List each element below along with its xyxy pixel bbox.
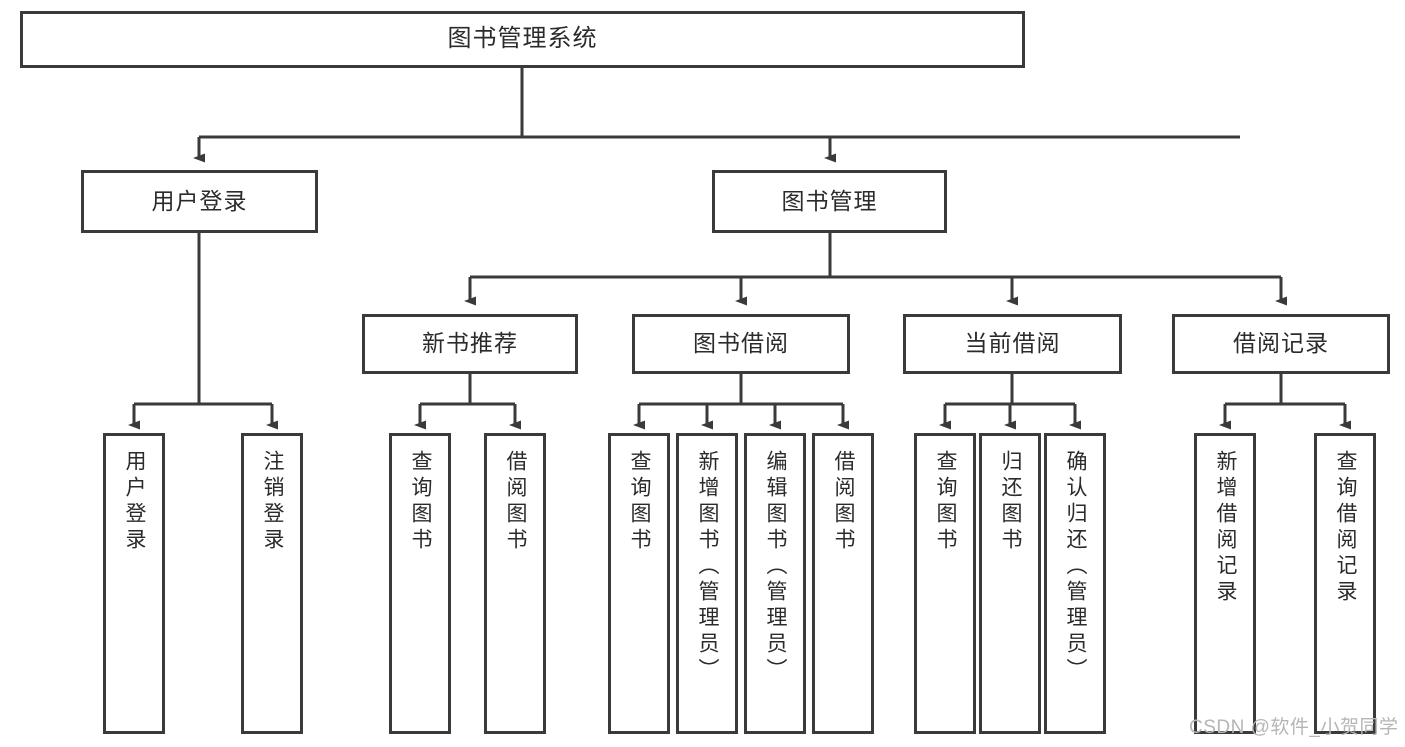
leaf-query-book-current[interactable]: 查询图书 bbox=[914, 433, 976, 734]
node-current-borrow[interactable]: 当前借阅 bbox=[903, 314, 1122, 374]
leaf-add-book-admin[interactable]: 新增图书（管理员） bbox=[676, 433, 738, 734]
leaf-logout[interactable]: 注销登录 bbox=[241, 433, 303, 734]
node-label: 新增图书（管理员） bbox=[696, 450, 720, 684]
node-label: 借阅记录 bbox=[1233, 330, 1329, 357]
leaf-confirm-return-admin[interactable]: 确认归还（管理员） bbox=[1044, 433, 1106, 734]
leaf-query-book-recommend[interactable]: 查询图书 bbox=[389, 433, 451, 734]
leaf-query-book-borrow[interactable]: 查询图书 bbox=[608, 433, 670, 734]
leaf-user-login[interactable]: 用户登录 bbox=[103, 433, 165, 734]
leaf-query-borrow-record[interactable]: 查询借阅记录 bbox=[1314, 433, 1376, 734]
node-label: 注销登录 bbox=[261, 450, 285, 554]
node-label: 新增借阅记录 bbox=[1214, 450, 1238, 606]
leaf-borrow-book-recommend[interactable]: 借阅图书 bbox=[484, 433, 546, 734]
node-label: 归还图书 bbox=[999, 450, 1023, 554]
leaf-return-book[interactable]: 归还图书 bbox=[979, 433, 1041, 734]
leaf-edit-book-admin[interactable]: 编辑图书（管理员） bbox=[744, 433, 806, 734]
node-label: 查询借阅记录 bbox=[1334, 450, 1358, 606]
node-label: 借阅图书 bbox=[832, 450, 856, 554]
node-label: 编辑图书（管理员） bbox=[764, 450, 788, 684]
node-book-management[interactable]: 图书管理 bbox=[712, 170, 947, 233]
leaf-borrow-book[interactable]: 借阅图书 bbox=[812, 433, 874, 734]
node-borrow-record[interactable]: 借阅记录 bbox=[1172, 314, 1390, 374]
node-label: 新书推荐 bbox=[422, 330, 518, 357]
leaf-add-borrow-record[interactable]: 新增借阅记录 bbox=[1194, 433, 1256, 734]
node-label: 确认归还（管理员） bbox=[1064, 450, 1088, 684]
node-label: 查询图书 bbox=[934, 450, 958, 554]
node-label: 图书管理 bbox=[781, 187, 878, 214]
node-label: 借阅图书 bbox=[504, 450, 528, 554]
node-user-login[interactable]: 用户登录 bbox=[81, 170, 318, 233]
node-label: 图书管理系统 bbox=[447, 25, 598, 53]
node-label: 当前借阅 bbox=[964, 330, 1061, 357]
node-label: 图书借阅 bbox=[693, 330, 789, 357]
node-label: 用户登录 bbox=[123, 450, 147, 554]
node-book-borrow[interactable]: 图书借阅 bbox=[632, 314, 850, 374]
node-label: 查询图书 bbox=[409, 450, 433, 554]
watermark-text: CSDN @软件_小贺同学 bbox=[1189, 717, 1399, 738]
node-label: 查询图书 bbox=[628, 450, 652, 554]
node-new-book-recommend[interactable]: 新书推荐 bbox=[362, 314, 578, 374]
node-label: 用户登录 bbox=[151, 187, 248, 214]
node-root-book-management-system[interactable]: 图书管理系统 bbox=[20, 11, 1025, 68]
